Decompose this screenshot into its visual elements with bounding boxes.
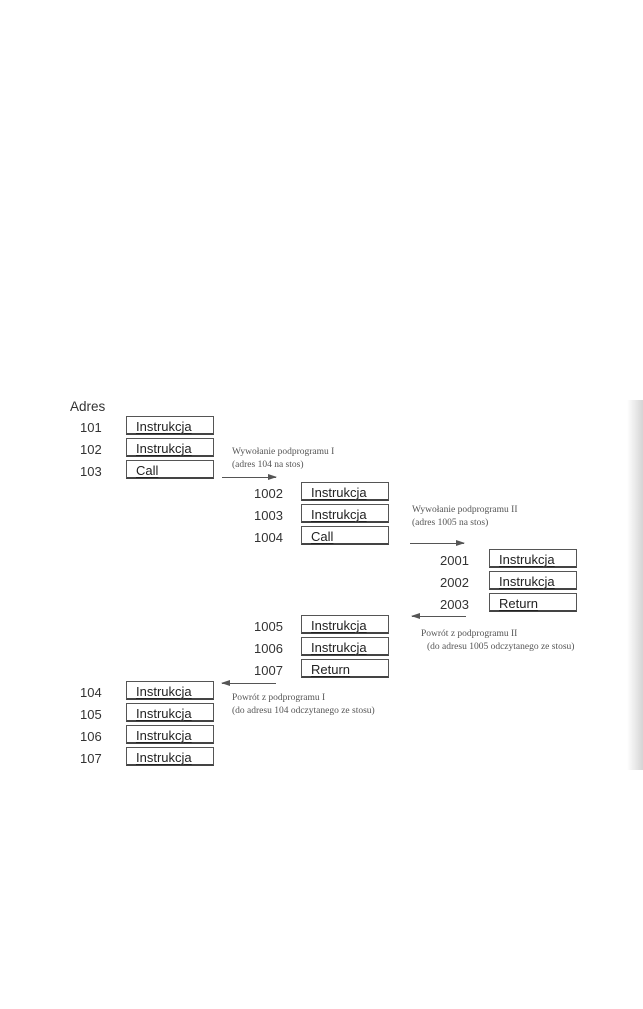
page-edge-shadow xyxy=(627,400,643,770)
call-2-annotation: Wywołanie podprogramu II (adres 1005 na … xyxy=(412,505,518,528)
address-1004: 1004 xyxy=(254,530,283,545)
address-1003: 1003 xyxy=(254,508,283,523)
address-1002: 1002 xyxy=(254,486,283,501)
instruction-cell-2003: Return xyxy=(489,593,577,612)
instruction-cell-105: Instrukcja xyxy=(126,703,214,722)
address-105: 105 xyxy=(80,707,102,722)
return-2-arrow xyxy=(411,613,466,619)
instruction-cell-1004: Call xyxy=(301,526,389,545)
instruction-cell-1006: Instrukcja xyxy=(301,637,389,656)
address-1007: 1007 xyxy=(254,663,283,678)
instruction-cell-1003: Instrukcja xyxy=(301,504,389,523)
instruction-cell-1007: Return xyxy=(301,659,389,678)
return-1-annotation: Powrót z podprogramu I (do adresu 104 od… xyxy=(232,693,375,716)
instruction-cell-1002: Instrukcja xyxy=(301,482,389,501)
address-104: 104 xyxy=(80,685,102,700)
address-101: 101 xyxy=(80,420,102,435)
address-2001: 2001 xyxy=(440,553,469,568)
instruction-cell-106: Instrukcja xyxy=(126,725,214,744)
call-2-arrow xyxy=(410,540,465,546)
call-1-annotation: Wywołanie podprogramu I (adres 104 na st… xyxy=(232,447,335,470)
call-1-arrow xyxy=(222,474,277,480)
instruction-cell-107: Instrukcja xyxy=(126,747,214,766)
return-2-annotation: Powrót z podprogramu II (do adresu 1005 … xyxy=(421,629,575,652)
address-102: 102 xyxy=(80,442,102,457)
instruction-cell-1005: Instrukcja xyxy=(301,615,389,634)
instruction-cell-101: Instrukcja xyxy=(126,416,214,435)
address-2002: 2002 xyxy=(440,575,469,590)
instruction-cell-104: Instrukcja xyxy=(126,681,214,700)
address-103: 103 xyxy=(80,464,102,479)
address-1006: 1006 xyxy=(254,641,283,656)
address-1005: 1005 xyxy=(254,619,283,634)
address-2003: 2003 xyxy=(440,597,469,612)
address-column-header: Adres xyxy=(70,399,106,414)
return-1-arrow xyxy=(221,680,276,686)
address-107: 107 xyxy=(80,751,102,766)
instruction-cell-2002: Instrukcja xyxy=(489,571,577,590)
instruction-cell-103: Call xyxy=(126,460,214,479)
address-106: 106 xyxy=(80,729,102,744)
instruction-cell-102: Instrukcja xyxy=(126,438,214,457)
instruction-cell-2001: Instrukcja xyxy=(489,549,577,568)
